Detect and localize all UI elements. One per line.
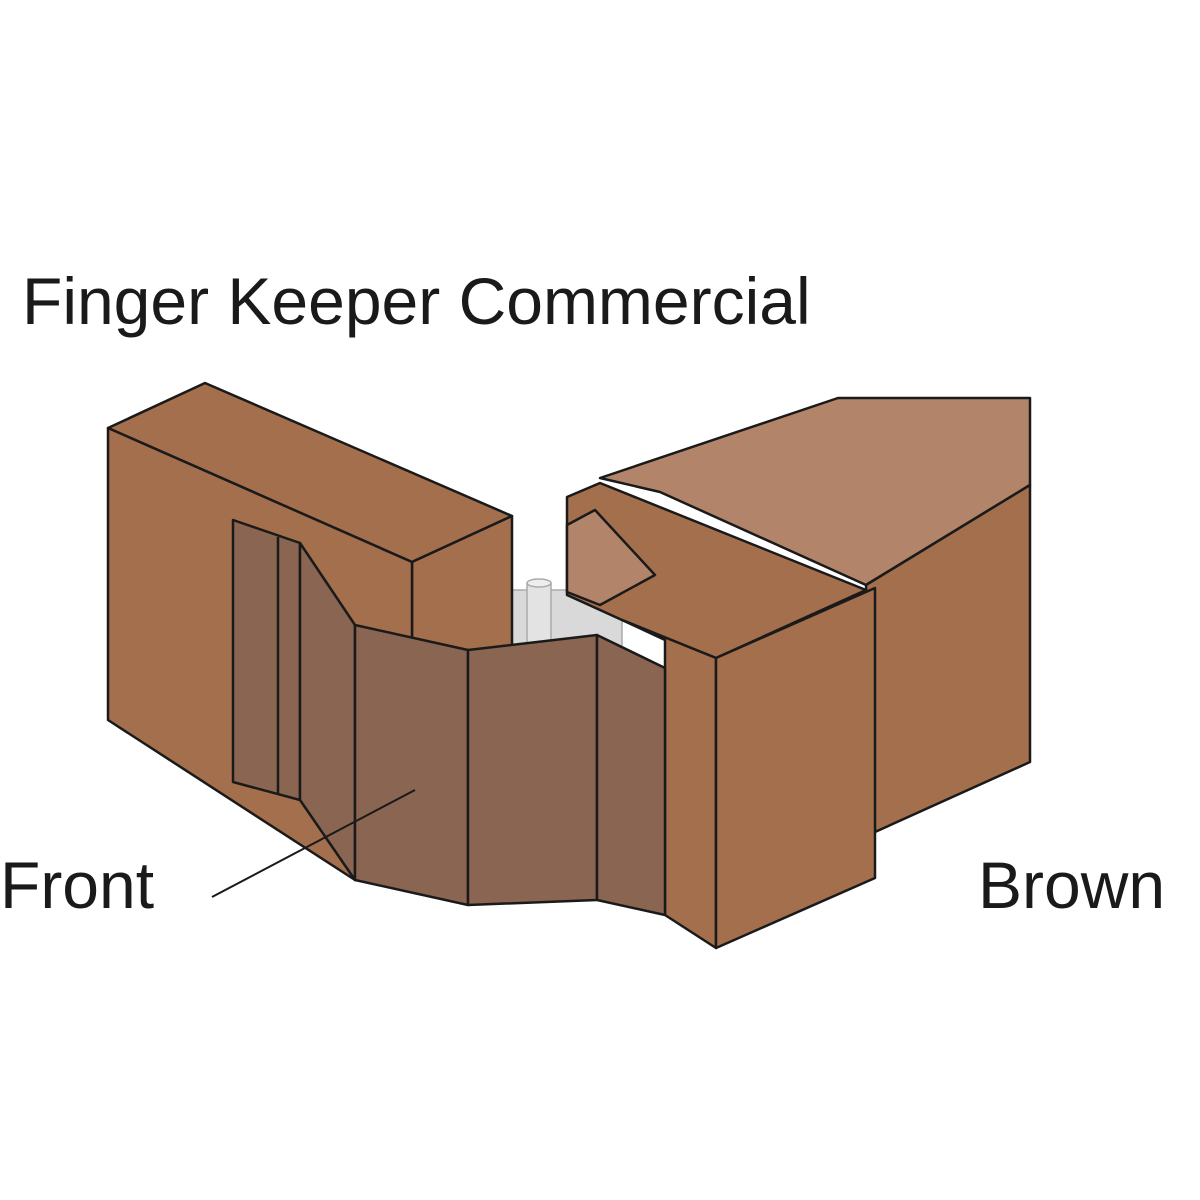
- front-leader-line: [211, 789, 416, 898]
- color-label: Brown: [978, 848, 1166, 922]
- front-label: Front: [0, 848, 155, 922]
- finger-guard-panels: [231, 518, 667, 917]
- diagram-title: Finger Keeper Commercial: [22, 264, 811, 338]
- right-near-block: [565, 481, 877, 950]
